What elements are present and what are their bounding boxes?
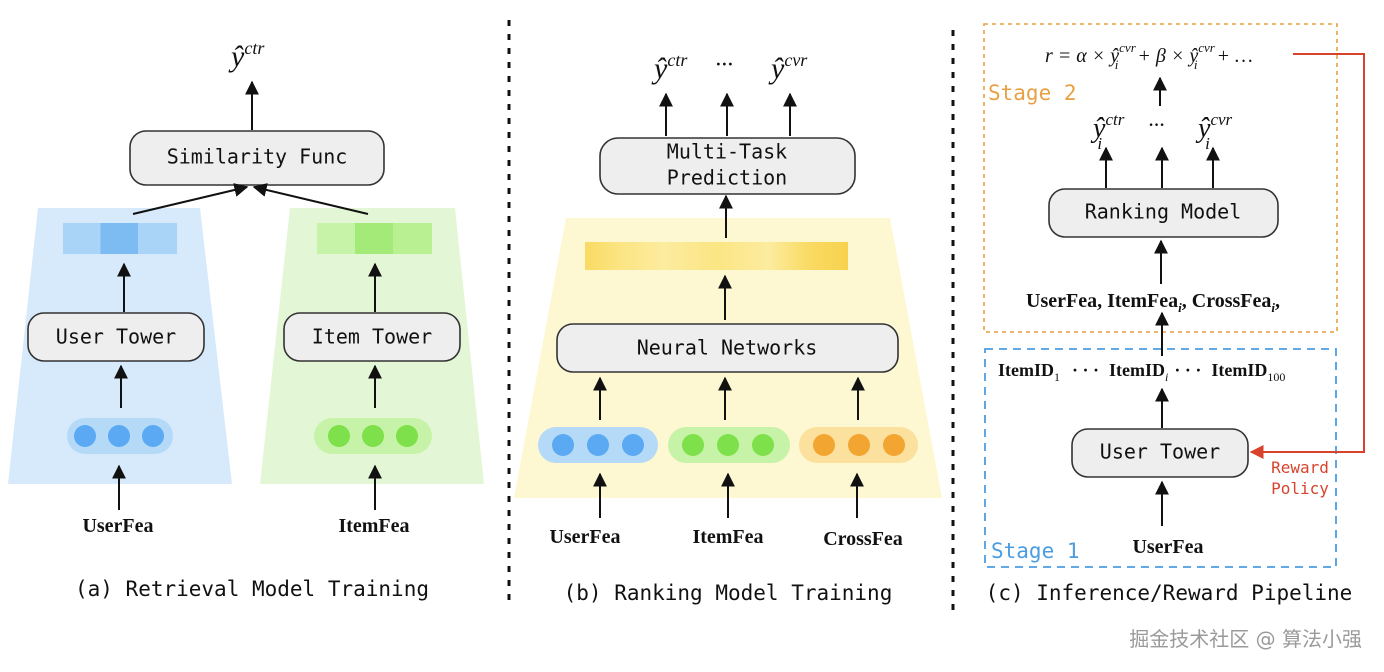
stage2-features: UserFea, ItemFeai, CrossFeai, bbox=[1026, 290, 1280, 315]
user-feature-label: UserFea bbox=[82, 515, 153, 537]
multi-task-label-line2: Prediction bbox=[667, 166, 787, 190]
neural-networks-label: Neural Networks bbox=[637, 336, 818, 360]
user-feature-label: UserFea bbox=[549, 526, 620, 548]
panel-a-output: ŷctr bbox=[228, 38, 265, 73]
item-feature-label: ItemFea bbox=[692, 526, 763, 548]
stage1-user-tower-box bbox=[1071, 428, 1249, 478]
user-feature-dot bbox=[552, 434, 574, 456]
user-tower-box bbox=[27, 312, 205, 362]
cross-feature-dot bbox=[883, 434, 905, 456]
concat-embedding-bar bbox=[585, 242, 848, 270]
arrow-user-emb-to-similarity bbox=[132, 183, 249, 215]
panel-c-caption: (c) Inference/Reward Pipeline bbox=[986, 581, 1353, 605]
stage-1-frame bbox=[984, 348, 1337, 568]
item-embedding-bar bbox=[317, 223, 432, 254]
user-tower-label: User Tower bbox=[56, 325, 176, 349]
panel-b-output-dots: ··· bbox=[715, 52, 733, 78]
panel-a-caption: (a) Retrieval Model Training bbox=[75, 577, 429, 601]
stage1-user-tower-label: User Tower bbox=[1100, 440, 1220, 464]
item-tower-box bbox=[283, 312, 461, 362]
ranking-model-label: Ranking Model bbox=[1085, 200, 1242, 224]
similarity-func-label: Similarity Func bbox=[167, 145, 348, 169]
item-feature-label: ItemFea bbox=[338, 515, 409, 537]
user-feature-dot bbox=[74, 425, 96, 447]
ranking-model-box bbox=[1048, 188, 1279, 238]
stage-2-label: Stage 2 bbox=[988, 81, 1077, 105]
candidate-item-ids: ItemID1· · ·ItemIDi· · ·ItemID100 bbox=[998, 360, 1285, 384]
reward-policy-feedback-arrow bbox=[1249, 53, 1365, 459]
item-tower-label: Item Tower bbox=[312, 325, 432, 349]
item-feature-dot bbox=[717, 434, 739, 456]
item-feature-dot bbox=[396, 425, 418, 447]
panel-b: ŷctr ··· ŷcvr Multi-Task Prediction Neur… bbox=[514, 50, 942, 605]
user-embedding-bar bbox=[63, 223, 177, 254]
stage-1-label: Stage 1 bbox=[991, 539, 1080, 563]
cross-feature-label: CrossFea bbox=[823, 528, 903, 550]
item-feature-dot bbox=[752, 434, 774, 456]
reward-policy-label-line2: Policy bbox=[1271, 479, 1329, 498]
item-feature-dot bbox=[362, 425, 384, 447]
cross-feature-dot bbox=[848, 434, 870, 456]
user-feature-dot bbox=[622, 434, 644, 456]
user-feature-dot bbox=[108, 425, 130, 447]
user-feature-dot bbox=[587, 434, 609, 456]
arrow-item-emb-to-similarity bbox=[252, 183, 369, 215]
reward-policy-label-line1: Reward bbox=[1271, 458, 1329, 477]
multi-task-label-line1: Multi-Task bbox=[667, 140, 787, 164]
neural-networks-box bbox=[556, 323, 899, 373]
cross-feature-dot bbox=[813, 434, 835, 456]
item-feature-dot bbox=[328, 425, 350, 447]
watermark: 掘金技术社区 @ 算法小强 bbox=[1129, 627, 1362, 651]
panel-b-caption: (b) Ranking Model Training bbox=[564, 581, 893, 605]
user-feature-dot bbox=[142, 425, 164, 447]
panel-a: ŷctr Similarity Func User Tower Item Tow… bbox=[8, 38, 484, 601]
multi-task-prediction-box bbox=[599, 137, 856, 195]
stage2-output-dots: ··· bbox=[1148, 112, 1165, 137]
panel-b-output-ctr: ŷctr bbox=[651, 50, 688, 85]
stage1-user-feature: UserFea bbox=[1132, 536, 1203, 558]
stage-2-frame bbox=[983, 23, 1338, 333]
panel-b-output-cvr: ŷcvr bbox=[768, 50, 808, 85]
item-feature-dot bbox=[682, 434, 704, 456]
